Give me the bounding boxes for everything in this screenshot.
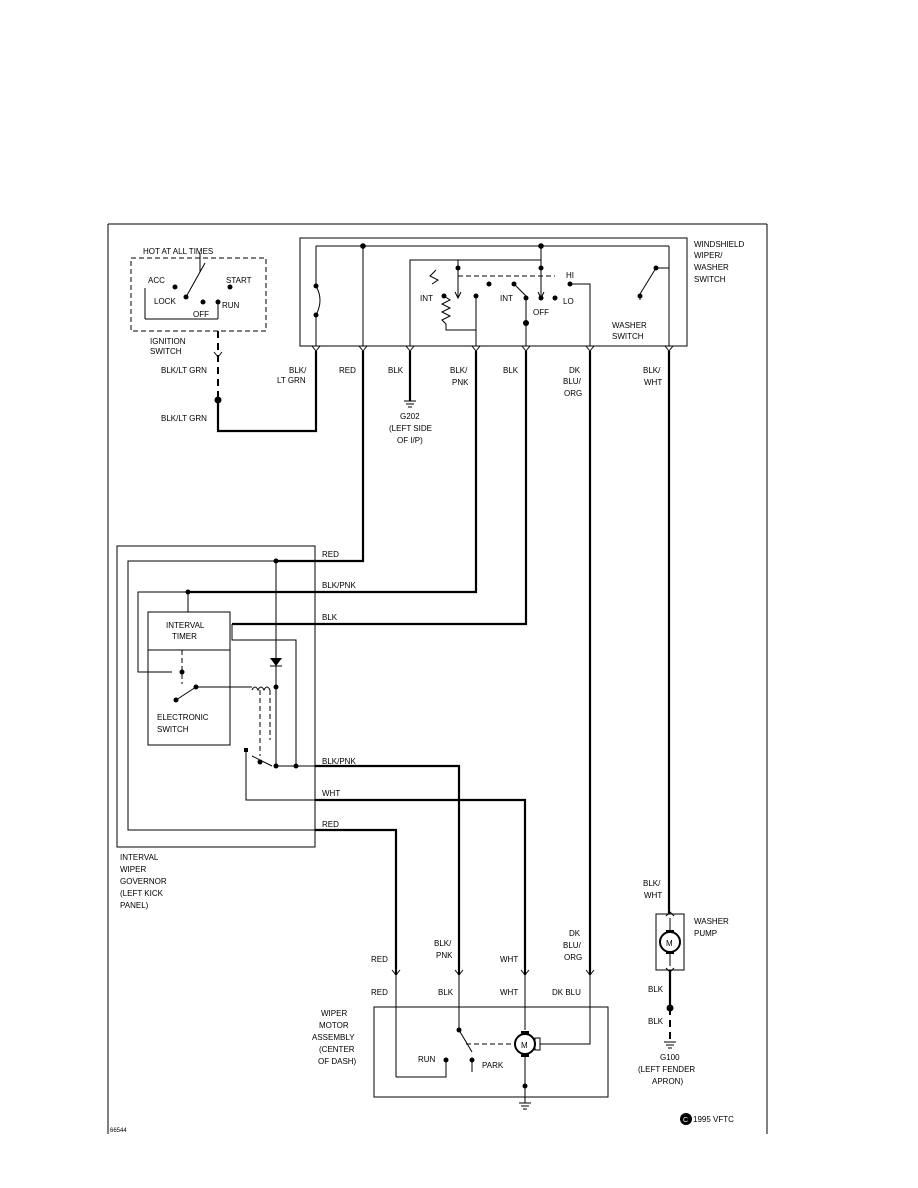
pump-blkwht-label-1: BLK/ <box>643 879 661 888</box>
diagram-frame <box>107 223 768 1134</box>
gov-blkpnk-out-label: BLK/PNK <box>322 757 356 766</box>
wiper-motor-name-2: MOTOR <box>319 1021 349 1030</box>
switch-connectors <box>311 345 674 352</box>
footer: 66544 C 1995 VFTC <box>110 1113 734 1134</box>
ignition-switch: HOT AT ALL TIMES ACC START LOCK RUN OFF … <box>130 247 267 358</box>
ignition-name-2: SWITCH <box>150 347 182 356</box>
g100-location-1: (LEFT FENDER <box>638 1065 695 1074</box>
g202-location-2: OF I/P) <box>397 436 423 445</box>
hi-position-label: HI <box>566 271 574 280</box>
park-position-label: PARK <box>482 1061 504 1070</box>
pump-blkwht-label-2: WHT <box>644 891 662 900</box>
motor-red-label-b: RED <box>371 988 388 997</box>
electronic-switch-label-1: ELECTRONIC <box>157 713 209 722</box>
run-position-label: RUN <box>418 1055 436 1064</box>
wiper-motor-assembly: RED BLK/ PNK WHT DK BLU/ ORG RED BLK WHT… <box>312 929 609 1110</box>
pump-motor-symbol: M <box>666 939 673 948</box>
ignition-acc-label: ACC <box>148 276 165 285</box>
gov-blkpnk-in-label: BLK/PNK <box>322 581 356 590</box>
interval-timer-label-2: TIMER <box>172 632 197 641</box>
blk-pnk-label-1: BLK/ <box>450 366 468 375</box>
ignition-run-label: RUN <box>222 301 240 310</box>
governor-name-4: (LEFT KICK <box>120 889 164 898</box>
motor-dkbluorg-label-1: DK <box>569 929 581 938</box>
copyright-text: 1995 VFTC <box>693 1115 734 1124</box>
off-position-label: OFF <box>533 308 549 317</box>
switch-wire-labels: RED BLK BLK/ PNK BLK DK BLU/ ORG BLK/ WH… <box>339 366 662 398</box>
red-top-label: RED <box>339 366 356 375</box>
electronic-switch-label-2: SWITCH <box>157 725 189 734</box>
lo-position-label: LO <box>563 297 574 306</box>
blk-top-label: BLK <box>503 366 519 375</box>
blk-ltgrn-label-c2: LT GRN <box>277 376 306 385</box>
dkbluorg-label-3: ORG <box>564 389 582 398</box>
ignition-name-1: IGNITION <box>150 337 186 346</box>
washer-switch-label-1: WASHER <box>612 321 647 330</box>
g100-id: G100 <box>660 1053 680 1062</box>
pump-blk-label-b: BLK <box>648 1017 664 1026</box>
int-left-label: INT <box>420 294 433 303</box>
blkwht-label-2: WHT <box>644 378 662 387</box>
motor-dkbluorg-label-3: ORG <box>564 953 582 962</box>
blk-ltgrn-label-b: BLK/LT GRN <box>161 414 207 423</box>
wiper-washer-switch: WINDSHIELD WIPER/ WASHER SWITCH INT INT … <box>299 237 744 347</box>
wiper-switch-name-4: SWITCH <box>694 275 726 284</box>
blk-ltgrn-wire: BLK/LT GRN BLK/LT GRN BLK/ LT GRN <box>161 331 318 433</box>
copyright-symbol: C <box>683 1117 688 1124</box>
wiper-switch-name-1: WINDSHIELD <box>694 240 744 249</box>
motor-red-label-a: RED <box>371 955 388 964</box>
motor-dkblu-label: DK BLU <box>552 988 581 997</box>
gov-red-in-label: RED <box>322 550 339 559</box>
motor-wht-label-b: WHT <box>500 988 518 997</box>
governor-name-3: GOVERNOR <box>120 877 167 886</box>
governor-output-wires <box>315 764 527 975</box>
wiper-switch-name-3: WASHER <box>694 263 729 272</box>
ignition-title: HOT AT ALL TIMES <box>143 247 213 256</box>
wiper-switch-name-2: WIPER/ <box>694 251 723 260</box>
motor-blkpnk-label-1: BLK/ <box>434 939 452 948</box>
figure-number: 66544 <box>110 1128 127 1134</box>
washer-pump-name-2: PUMP <box>694 929 717 938</box>
dkbluorg-label-2: BLU/ <box>563 377 582 386</box>
wiper-motor-name-5: OF DASH) <box>318 1057 357 1066</box>
washer-pump: BLK/ WHT M WASHER PUMP BLK BLK G100 (LEF… <box>638 879 729 1086</box>
motor-dkbluorg-label-2: BLU/ <box>563 941 582 950</box>
blk-pnk-label-2: PNK <box>452 378 469 387</box>
blk-ground-label: BLK <box>388 366 404 375</box>
gov-red-out-label: RED <box>322 820 339 829</box>
g100-location-2: APRON) <box>652 1077 683 1086</box>
g202-id: G202 <box>400 412 420 421</box>
wiper-motor-name-3: ASSEMBLY <box>312 1033 355 1042</box>
wiper-motor-name-4: (CENTER <box>319 1045 355 1054</box>
gov-wht-out-label: WHT <box>322 789 340 798</box>
blkwht-label-1: BLK/ <box>643 366 661 375</box>
blk-ltgrn-label-a: BLK/LT GRN <box>161 366 207 375</box>
ignition-off-label: OFF <box>193 310 209 319</box>
wiper-motor-symbol: M <box>521 1041 528 1050</box>
interval-wiper-governor: RED BLK/PNK BLK INTERVAL TIMER ELECTRONI… <box>116 545 525 975</box>
motor-blkpnk-label-2: PNK <box>436 951 453 960</box>
wiper-motor-name-1: WIPER <box>321 1009 347 1018</box>
gov-blk-in-label: BLK <box>322 613 338 622</box>
governor-name-2: WIPER <box>120 865 146 874</box>
motor-wht-label-a: WHT <box>500 955 518 964</box>
g202-location-1: (LEFT SIDE <box>389 424 432 433</box>
ground-g202: G202 (LEFT SIDE OF I/P) <box>389 351 432 445</box>
governor-name-5: PANEL) <box>120 901 149 910</box>
int-right-label: INT <box>500 294 513 303</box>
ignition-start-label: START <box>226 276 252 285</box>
governor-name-1: INTERVAL <box>120 853 159 862</box>
switch-to-governor-wires <box>188 351 671 975</box>
ignition-lock-label: LOCK <box>154 297 176 306</box>
pump-blk-label-a: BLK <box>648 985 664 994</box>
blk-ltgrn-label-c1: BLK/ <box>289 366 307 375</box>
washer-pump-name-1: WASHER <box>694 917 729 926</box>
motor-blk-label: BLK <box>438 988 454 997</box>
interval-timer-label-1: INTERVAL <box>166 621 205 630</box>
washer-switch-label-2: SWITCH <box>612 332 644 341</box>
dkbluorg-label-1: DK <box>569 366 581 375</box>
